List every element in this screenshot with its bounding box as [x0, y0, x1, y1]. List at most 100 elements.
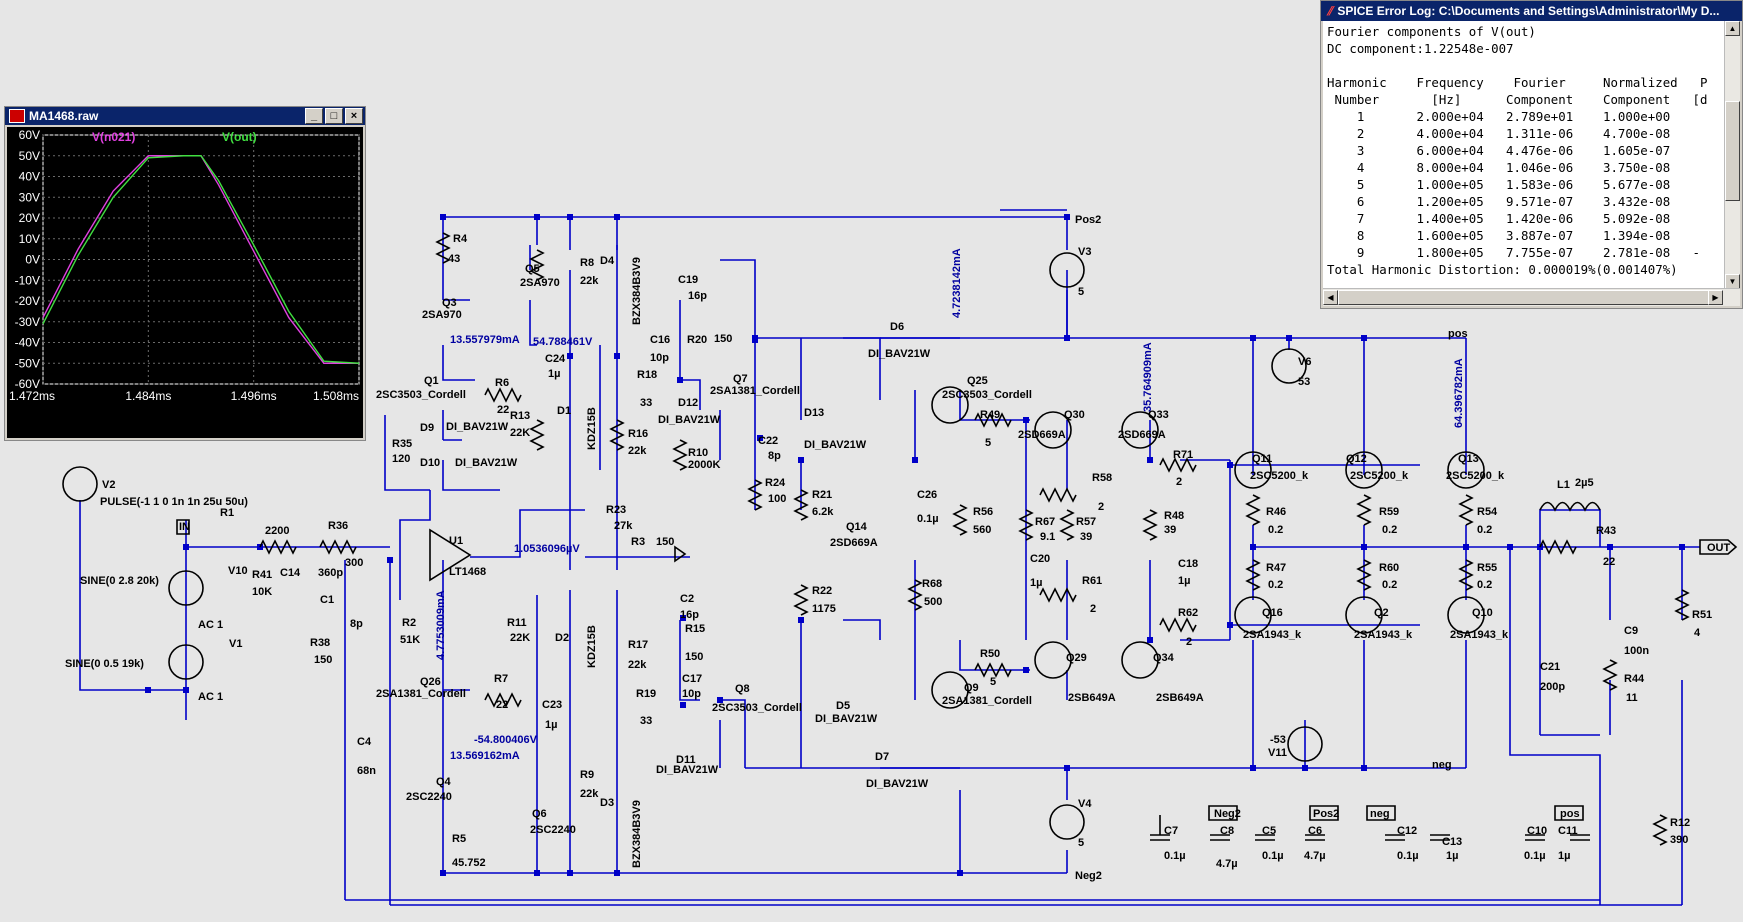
legend-entry: V(out): [222, 130, 257, 144]
y-tick-label: 50V: [19, 149, 40, 163]
log-line: Harmonic Frequency Fourier Normalized P: [1327, 75, 1708, 90]
component-symbols: [62, 232, 1738, 846]
label-R9-value: 22k: [580, 788, 599, 800]
annotation-current-q33: 35.764909mA: [1142, 342, 1154, 412]
label-Q3: Q3: [442, 297, 457, 309]
maximize-button[interactable]: □: [325, 108, 343, 124]
label-R18: R18: [637, 369, 657, 381]
scroll-up-icon[interactable]: ▲: [1725, 21, 1740, 36]
label-Q10-model: 2SA1943_k: [1450, 629, 1509, 641]
label-C14: C14: [280, 567, 301, 579]
waveform-app-icon: [9, 109, 25, 123]
label-C2: C2: [680, 593, 694, 605]
label-Q25: Q25: [967, 375, 988, 387]
log-line: Number [Hz] Component Component [d: [1327, 92, 1708, 107]
label-R24: R24: [765, 477, 786, 489]
label-R44: R44: [1624, 673, 1645, 685]
label-C1: C1: [320, 594, 334, 606]
label-Q26: Q26: [420, 676, 441, 688]
vertical-scroll-thumb[interactable]: [1725, 101, 1740, 201]
label-R1-value: 2200: [265, 525, 289, 537]
label-C24-value: 1µ: [548, 368, 560, 380]
spice-title: SPICE Error Log: C:\Documents and Settin…: [1337, 4, 1720, 18]
spice-log-text[interactable]: Fourier components of V(out)DC component…: [1323, 21, 1725, 289]
label-D6: D6: [890, 321, 904, 333]
y-tick-label: -50V: [15, 356, 40, 370]
log-line: Total Harmonic Distortion: 0.000019%(0.0…: [1327, 262, 1678, 277]
label-Q14-model: 2SD669A: [830, 537, 878, 549]
label-C18: C18: [1178, 558, 1198, 570]
log-line: 6 1.200e+05 9.571e-07 3.432e-08: [1327, 194, 1671, 209]
series-line-1: [42, 155, 359, 364]
label-D12: D12: [678, 397, 698, 409]
label-R68-value: 500: [924, 596, 942, 608]
vertical-scrollbar[interactable]: ▲ ▼: [1724, 21, 1740, 289]
label-D4: D4: [600, 255, 615, 267]
junction-dots: [145, 214, 1685, 876]
label-R3: R3: [631, 536, 645, 548]
label-C5-value: 0.1µ: [1262, 850, 1284, 862]
label-Q6-model: 2SC2240: [530, 824, 576, 836]
label-R18-value: 33: [640, 397, 652, 409]
label-V11: V11: [1268, 747, 1287, 759]
label-R7: R7: [494, 673, 508, 685]
y-tick-label: 20V: [19, 211, 40, 225]
label-V10-ac: AC 1: [198, 619, 223, 631]
horizontal-scrollbar[interactable]: ◀ ▶: [1323, 288, 1740, 306]
y-tick-label: -60V: [15, 377, 40, 391]
label-C20-value: 1µ: [1030, 577, 1042, 589]
label-R51-value: 4: [1694, 627, 1701, 639]
label-R23: R23: [606, 504, 626, 516]
label-C17: C17: [682, 673, 702, 685]
waveform-chart[interactable]: 60V50V40V30V20V10V0V-10V-20V-30V-40V-50V…: [7, 127, 361, 438]
label-R57-value: 39: [1080, 531, 1092, 543]
label-R50-value: 5: [990, 676, 996, 688]
flag-pos: pos: [1560, 808, 1580, 820]
horizontal-scroll-thumb[interactable]: [1338, 290, 1713, 305]
waveform-titlebar[interactable]: MA1468.raw _ □ ×: [5, 107, 365, 125]
label-D10: D10: [420, 457, 440, 469]
label-D5-model: DI_BAV21W: [815, 713, 878, 725]
x-tick-label: 1.496ms: [231, 389, 277, 403]
label-C9-value: 100n: [1624, 645, 1649, 657]
scroll-down-icon[interactable]: ▼: [1725, 274, 1740, 289]
label-U1-model: LT1468: [449, 566, 486, 578]
label-C8: C8: [1220, 825, 1234, 837]
label-C26: C26: [917, 489, 937, 501]
label-D13-model: DI_BAV21W: [804, 439, 867, 451]
label-C20: C20: [1030, 553, 1050, 565]
net-neg: neg: [1432, 759, 1452, 771]
label-C14-value: 360p: [318, 567, 343, 579]
label-L1: L1: [1557, 479, 1570, 491]
label-L1-value: 2µ5: [1575, 477, 1594, 489]
label-D3-model: BZX384B3V9: [631, 800, 643, 868]
spice-error-log-window[interactable]: ⫽ SPICE Error Log: C:\Documents and Sett…: [1320, 0, 1743, 309]
label-R50: R50: [980, 648, 1000, 660]
spice-titlebar[interactable]: ⫽ SPICE Error Log: C:\Documents and Sett…: [1321, 1, 1742, 21]
label-R1: R1: [220, 507, 234, 519]
label-R51: R51: [1692, 609, 1712, 621]
label-R55: R55: [1477, 562, 1497, 574]
label-C12-value: 0.1µ: [1397, 850, 1419, 862]
scroll-right-icon[interactable]: ▶: [1708, 290, 1723, 305]
label-D13: D13: [804, 407, 824, 419]
label-R19: R19: [636, 688, 656, 700]
label-R20-value: 150: [714, 333, 732, 345]
scroll-left-icon[interactable]: ◀: [1323, 290, 1338, 305]
label-V10-value: SINE(0 2.8 20k): [80, 575, 159, 587]
label-V4: V4: [1078, 798, 1092, 810]
label-R17: R17: [628, 639, 648, 651]
close-button[interactable]: ×: [345, 108, 363, 124]
label-D1: D1: [557, 405, 571, 417]
wires: [79, 209, 1700, 906]
label-C22-value: 8p: [768, 450, 781, 462]
label-Q10: Q10: [1472, 607, 1493, 619]
label-R22-value: 1175: [812, 603, 836, 615]
annotation-voltage-q7: 54.788461V: [533, 336, 593, 348]
label-R71-value: 2: [1176, 476, 1182, 488]
minimize-button[interactable]: _: [305, 108, 323, 124]
annotation-current-q3: 13.557979mA: [450, 334, 520, 346]
